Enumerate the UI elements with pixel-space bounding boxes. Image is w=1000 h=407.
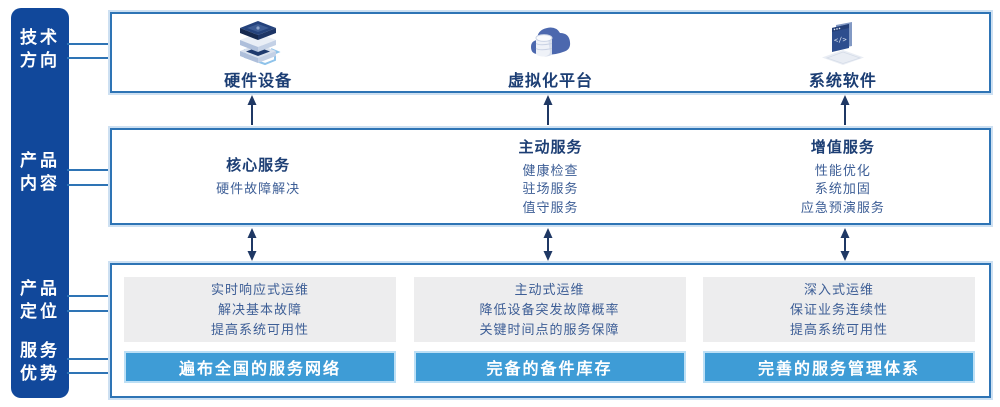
service-item: 值守服务 (522, 199, 579, 215)
connector-line (67, 295, 111, 297)
positioning-line: 提高系统可用性 (210, 321, 309, 337)
service-column-core: 核心服务 硬件故障解决 (112, 130, 404, 223)
positioning-line: 解决基本故障 (217, 301, 302, 317)
category-tech-direction: 技术 方向 (11, 26, 69, 72)
category-service-advantage: 服务 优势 (11, 339, 69, 385)
category-label-line: 技术 (20, 28, 60, 47)
product-content-box: 核心服务 硬件故障解决 主动服务 健康检查 驻场服务 值守服务 增值服务 性能优… (110, 128, 991, 225)
positioning-panel: 深入式运维 保证业务连续性 提高系统可用性 (703, 277, 975, 343)
category-label-line: 产品 (20, 151, 60, 170)
service-title: 核心服务 (226, 157, 291, 175)
positioning-panel: 主动式运维 降低设备突发故障概率 关键时间点的服务保障 (413, 277, 686, 343)
category-label-line: 优势 (20, 364, 60, 383)
tech-item-label: 虚拟化平台 (507, 73, 593, 90)
service-item: 硬件故障解决 (216, 181, 301, 197)
advantage-bar: 完备的备件库存 (413, 351, 686, 383)
arrow-up-icon (542, 95, 554, 126)
positioning-panel: 实时响应式运维 解决基本故障 提高系统可用性 (124, 277, 396, 343)
positioning-advantage-box: 实时响应式运维 解决基本故障 提高系统可用性 遍布全国的服务网络 主动式运维 降… (110, 263, 991, 398)
service-item: 健康检查 (522, 162, 579, 178)
arrow-up-icon (246, 95, 258, 126)
tech-item-label: 系统软件 (808, 73, 877, 90)
connector-line (67, 43, 111, 45)
positioning-line: 保证业务连续性 (789, 301, 888, 317)
tech-item-virtualization: 虚拟化平台 (404, 14, 696, 91)
arrow-double-icon (542, 228, 554, 261)
service-item: 应急预演服务 (800, 199, 885, 215)
connector-line (67, 358, 111, 360)
category-label-line: 服务 (20, 341, 60, 360)
service-column-value-added: 增值服务 性能优化 系统加固 应急预演服务 (697, 130, 989, 223)
category-label-line: 定位 (20, 302, 60, 321)
service-title: 增值服务 (810, 138, 875, 156)
service-item: 驻场服务 (522, 181, 579, 197)
category-product-content: 产品 内容 (11, 149, 69, 195)
tech-item-label: 硬件设备 (224, 73, 293, 90)
positioning-line: 关键时间点的服务保障 (479, 321, 620, 337)
connector-line (67, 372, 111, 374)
service-title: 主动服务 (518, 138, 583, 156)
category-label-line: 内容 (20, 174, 60, 193)
server-stack-icon (231, 16, 285, 66)
service-item: 性能优化 (814, 162, 871, 178)
connector-line (67, 310, 111, 312)
tech-direction-box: 硬件设备 虚拟化平台 (110, 12, 991, 93)
positioning-column-deep: 深入式运维 保证业务连续性 提高系统可用性 完善的服务管理体系 (703, 277, 975, 383)
service-column-proactive: 主动服务 健康检查 驻场服务 值守服务 (404, 130, 696, 223)
category-label-line: 方向 (20, 51, 60, 70)
advantage-bar: 完善的服务管理体系 (703, 351, 975, 383)
arrow-double-icon (246, 228, 258, 261)
positioning-column-proactive: 主动式运维 降低设备突发故障概率 关键时间点的服务保障 完备的备件库存 (413, 277, 686, 383)
connector-line (67, 169, 111, 171)
positioning-column-realtime: 实时响应式运维 解决基本故障 提高系统可用性 遍布全国的服务网络 (124, 277, 396, 383)
tech-item-hardware: 硬件设备 (112, 14, 404, 91)
svg-text:</>: </> (834, 36, 847, 45)
positioning-line: 主动式运维 (514, 281, 585, 297)
service-item: 系统加固 (814, 181, 871, 197)
category-product-positioning: 产品 定位 (11, 277, 69, 323)
software-window-icon: </> (816, 16, 870, 66)
positioning-line: 深入式运维 (803, 281, 874, 297)
positioning-line: 降低设备突发故障概率 (479, 301, 620, 317)
category-label-line: 产品 (20, 279, 60, 298)
arrow-up-icon (839, 95, 851, 126)
connector-line (67, 57, 111, 59)
positioning-line: 提高系统可用性 (789, 321, 888, 337)
arrow-double-icon (839, 228, 851, 261)
connector-line (67, 184, 111, 186)
tech-item-system-software: </> 系统软件 (697, 14, 989, 91)
left-category-bar: 技术 方向 产品 内容 产品 定位 服务 优势 (11, 8, 69, 398)
cloud-database-icon (523, 16, 577, 66)
positioning-line: 实时响应式运维 (210, 281, 309, 297)
advantage-bar: 遍布全国的服务网络 (124, 351, 396, 383)
